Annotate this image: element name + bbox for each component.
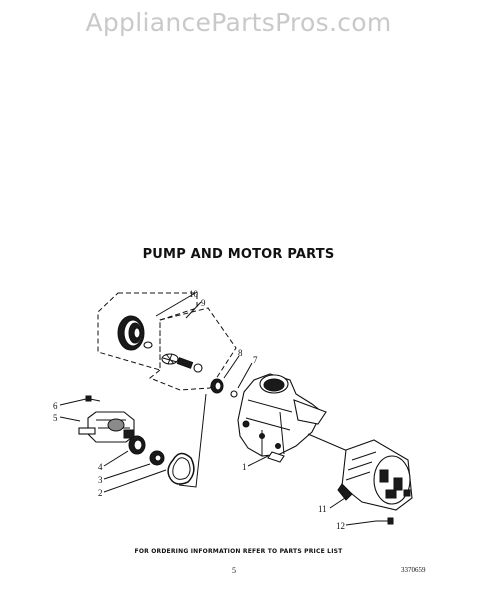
- callout-9: 9: [201, 298, 206, 308]
- part-12-screw: [376, 517, 394, 525]
- callout-8: 8: [238, 348, 243, 358]
- part-10-seal-assembly: [117, 315, 153, 351]
- callout-10: 10: [189, 289, 199, 299]
- part-3-seal: [149, 450, 165, 466]
- part-2-gasket: [167, 452, 195, 485]
- ordering-info-note: FOR ORDERING INFORMATION REFER TO PARTS …: [134, 548, 343, 555]
- callout-12: 12: [336, 521, 345, 531]
- part-8-bearing: [210, 378, 224, 394]
- callout-5: 5: [53, 413, 58, 423]
- part-6-screw: [85, 395, 101, 402]
- callout-3: 3: [98, 475, 103, 485]
- part-11-motor: [337, 439, 413, 511]
- motor-shaft: [307, 433, 351, 453]
- drawing-number: 3370659: [401, 566, 426, 574]
- part-1-pump-housing: [237, 373, 327, 463]
- diagram-title: PUMP AND MOTOR PARTS: [142, 247, 335, 262]
- callout-2: 2: [98, 488, 103, 498]
- kit-9-outline: [149, 307, 237, 391]
- part-5-bracket: [78, 411, 135, 443]
- callout-6: 6: [53, 401, 58, 411]
- callout-7: 7: [253, 355, 258, 365]
- leader-lines: [59, 291, 377, 526]
- part-4-seal: [128, 435, 146, 455]
- part-7-washer: [230, 390, 238, 398]
- callout-11: 11: [318, 504, 327, 514]
- kit-10-outline: [97, 292, 198, 371]
- watermark: AppliancePartsPros.com: [85, 8, 392, 37]
- part-9-impeller: [161, 353, 203, 373]
- callout-4: 4: [98, 462, 103, 472]
- page-number: 5: [232, 566, 236, 575]
- callout-1: 1: [242, 462, 247, 472]
